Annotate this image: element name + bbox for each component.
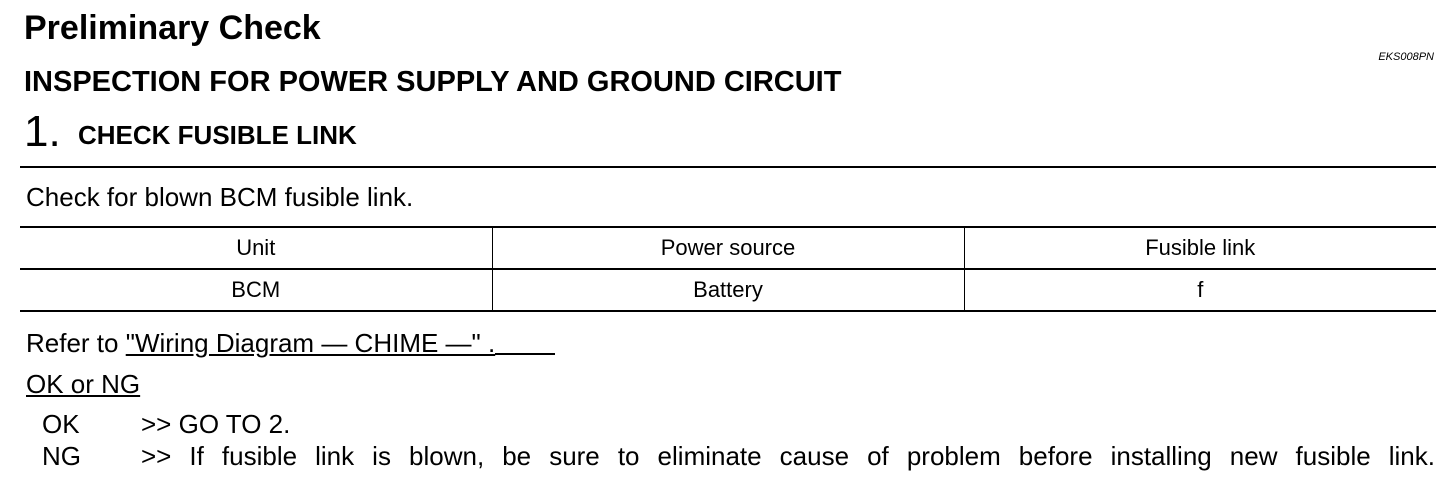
cell-unit: BCM (20, 269, 493, 311)
step-divider (20, 166, 1436, 168)
document-code: EKS008PN (1378, 51, 1434, 63)
column-header-fusible-link: Fusible link (963, 227, 1436, 269)
link-underline-tail (495, 353, 556, 355)
wiring-diagram-link[interactable]: "Wiring Diagram — CHIME —" . (125, 328, 496, 358)
table-row: BCM Battery f (20, 269, 1436, 311)
result-code-ok: OK (42, 409, 80, 439)
ok-or-ng-header: OK or NG (26, 369, 141, 399)
column-header-unit: Unit (20, 227, 493, 269)
result-code-ng: NG (42, 441, 81, 471)
step-title: CHECK FUSIBLE LINK (78, 120, 357, 150)
result-text-ng: >> If fusible link is blown, be sure to … (141, 441, 1435, 471)
section-subtitle: INSPECTION FOR POWER SUPPLY AND GROUND C… (24, 66, 842, 98)
cell-fusible-link: f (963, 269, 1436, 311)
table-header-row: Unit Power source Fusible link (20, 227, 1436, 269)
fusible-link-table: Unit Power source Fusible link BCM Batte… (20, 226, 1436, 312)
step-number: 1. (24, 107, 61, 156)
cell-power-source: Battery (491, 269, 965, 311)
reference-line: Refer to "Wiring Diagram — CHIME —" . (26, 327, 556, 359)
reference-prefix: Refer to (26, 328, 126, 358)
result-text-ok: >> GO TO 2. (141, 409, 291, 439)
step-instruction: Check for blown BCM fusible link. (26, 182, 414, 212)
column-header-power-source: Power source (491, 227, 965, 269)
page-title: Preliminary Check (24, 9, 321, 47)
